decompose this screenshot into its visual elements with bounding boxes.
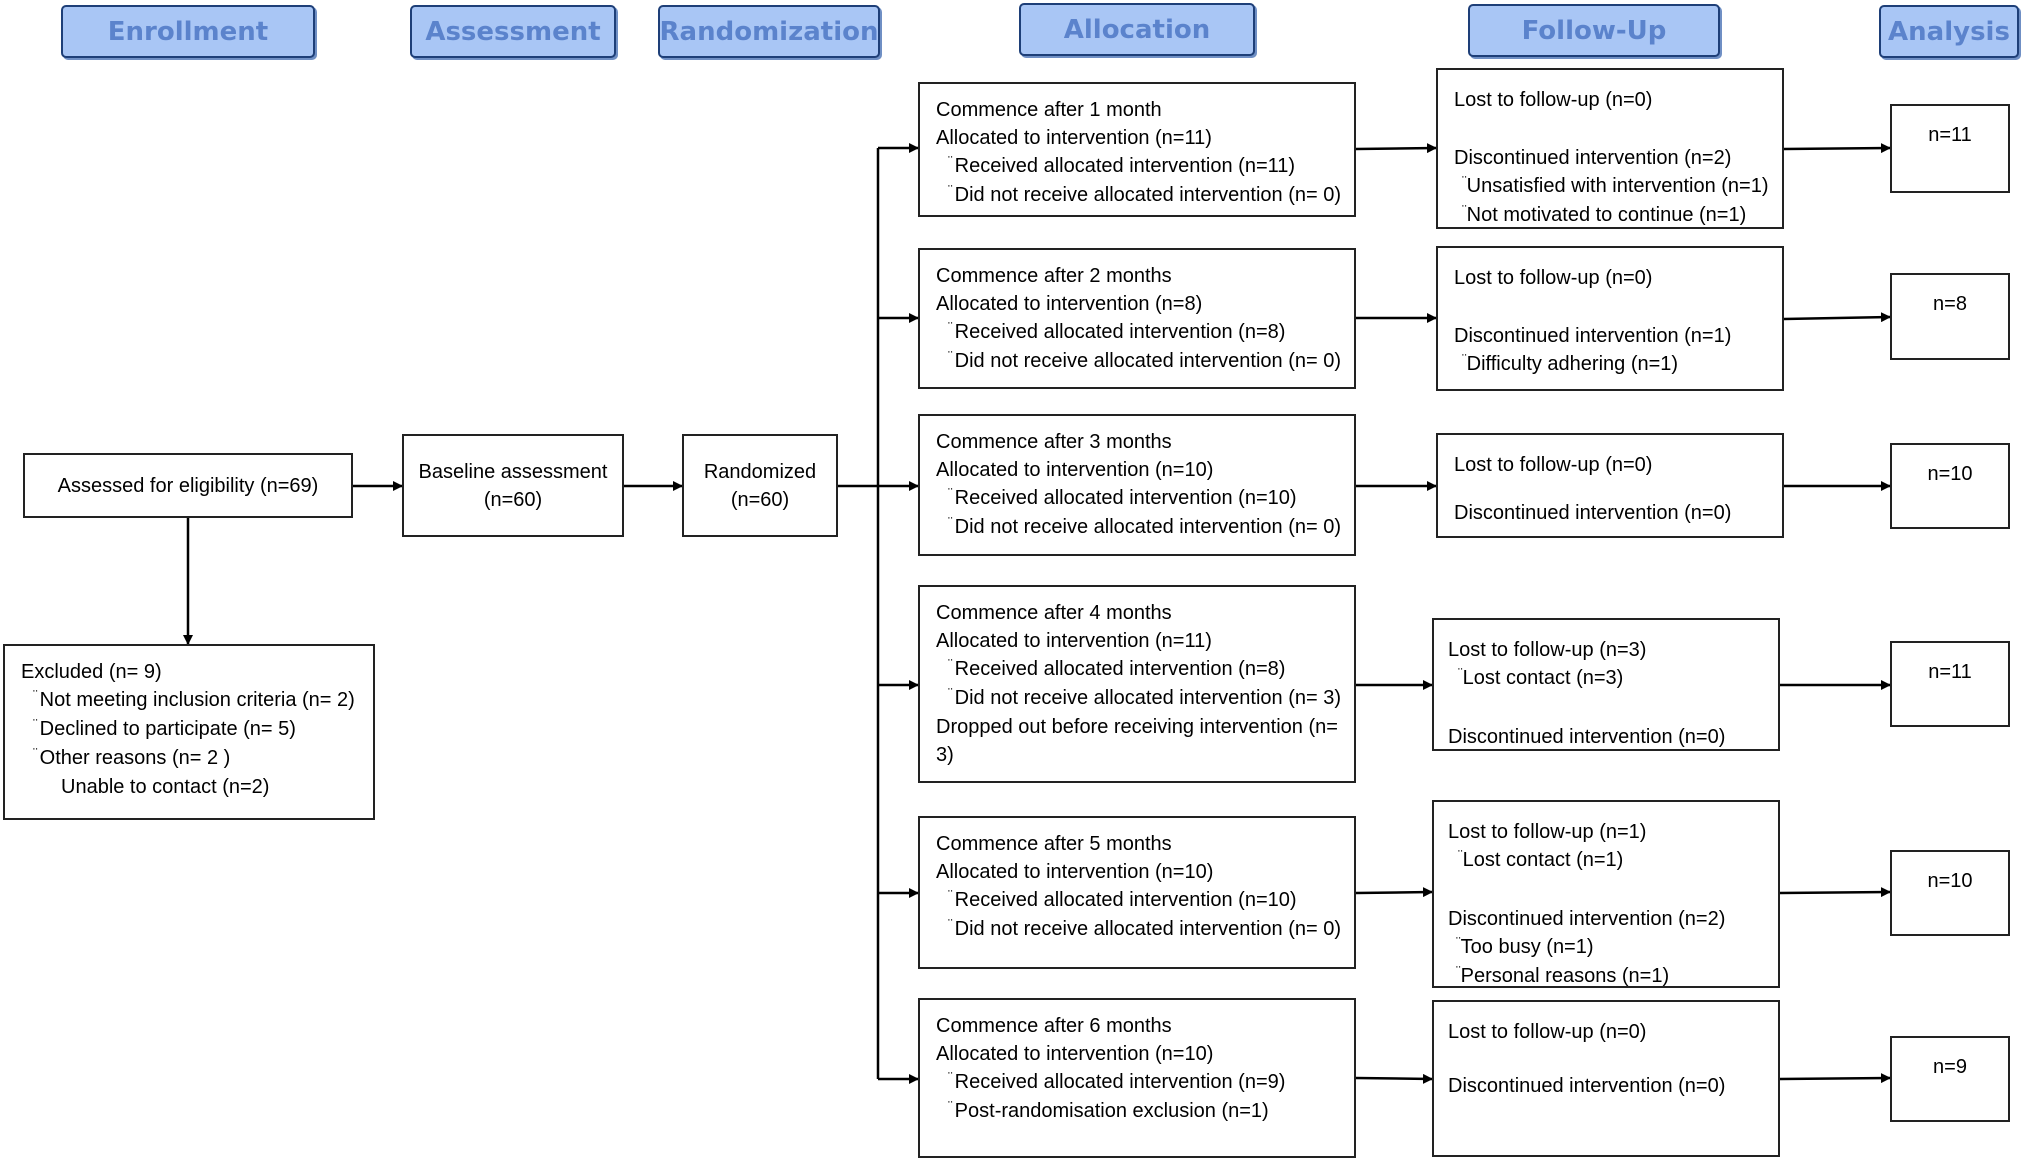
baseline-label: Baseline assessment bbox=[418, 460, 608, 483]
spacer bbox=[1448, 1046, 1764, 1072]
excluded-reason-2: Declined to participate (n= 5) bbox=[21, 715, 359, 744]
allocation-not-received: Did not receive allocated intervention (… bbox=[936, 915, 1341, 944]
randomized-label: Randomized bbox=[703, 460, 817, 483]
allocation-box-2: Commence after 2 months Allocated to int… bbox=[918, 248, 1356, 389]
followup-box-3: Lost to follow-up (n=0) Discontinued int… bbox=[1436, 433, 1784, 538]
allocation-box-3: Commence after 3 months Allocated to int… bbox=[918, 414, 1356, 556]
followup-reason-2: Not motivated to continue (n=1) bbox=[1454, 201, 1768, 230]
arrow-followup-6-to-analysis bbox=[1779, 1073, 1891, 1084]
analysis-box-5: n=10 bbox=[1890, 850, 2010, 936]
allocation-title: Commence after 3 months bbox=[936, 431, 1172, 453]
allocation-title: Commence after 1 month bbox=[936, 99, 1162, 121]
followup-box-6: Lost to follow-up (n=0) Discontinued int… bbox=[1432, 1000, 1780, 1157]
followup-lost-reason: Lost contact (n=3) bbox=[1448, 664, 1764, 693]
followup-reason-2: Personal reasons (n=1) bbox=[1448, 962, 1764, 991]
header-randomization: Randomization bbox=[658, 5, 880, 58]
followup-discontinued: Discontinued intervention (n=0) bbox=[1448, 1075, 1726, 1097]
spacer bbox=[1448, 693, 1764, 723]
allocation-dropped-out: Dropped out before receiving interventio… bbox=[936, 716, 1338, 766]
followup-discontinued: Discontinued intervention (n=2) bbox=[1448, 908, 1726, 930]
allocation-allocated: Allocated to intervention (n=11) bbox=[936, 127, 1212, 149]
baseline-count: (n=60) bbox=[483, 488, 543, 511]
arrow-allocation-1-to-followup bbox=[1355, 143, 1437, 154]
allocation-title: Commence after 6 months bbox=[936, 1015, 1172, 1037]
allocation-not-received: Did not receive allocated intervention (… bbox=[936, 684, 1341, 713]
followup-box-2: Lost to follow-up (n=0) Discontinued int… bbox=[1436, 246, 1784, 391]
arrow-allocation-6-to-followup bbox=[1355, 1073, 1433, 1084]
followup-reason-1: Too busy (n=1) bbox=[1448, 933, 1764, 962]
analysis-box-3: n=10 bbox=[1890, 443, 2010, 529]
allocation-received: Received allocated intervention (n=8) bbox=[936, 318, 1340, 347]
eligibility-text: Assessed for eligibility (n=69) bbox=[57, 474, 319, 497]
spacer bbox=[1454, 292, 1768, 322]
allocation-received: Received allocated intervention (n=8) bbox=[936, 655, 1340, 684]
followup-lost: Lost to follow-up (n=1) bbox=[1448, 821, 1647, 843]
header-follow-up: Follow-Up bbox=[1468, 4, 1720, 57]
spacer bbox=[1448, 875, 1764, 905]
followup-discontinued: Discontinued intervention (n=0) bbox=[1448, 726, 1726, 748]
arrow-allocation-5-to-followup bbox=[1355, 887, 1433, 898]
excluded-reason-3-detail: Unable to contact (n=2) bbox=[61, 776, 270, 798]
arrow-followup-2-to-analysis bbox=[1783, 312, 1891, 323]
arrow-followup-1-to-analysis bbox=[1783, 143, 1891, 154]
allocation-post-randomisation-exclusion: Post-randomisation exclusion (n=1) bbox=[936, 1097, 1340, 1126]
spacer bbox=[1454, 114, 1768, 144]
allocation-box-1: Commence after 1 month Allocated to inte… bbox=[918, 82, 1356, 217]
followup-lost: Lost to follow-up (n=0) bbox=[1454, 267, 1653, 289]
allocation-allocated: Allocated to intervention (n=10) bbox=[936, 1043, 1214, 1065]
allocation-received: Received allocated intervention (n=10) bbox=[936, 484, 1340, 513]
analysis-box-1: n=11 bbox=[1890, 104, 2010, 193]
excluded-box: Excluded (n= 9) Not meeting inclusion cr… bbox=[3, 644, 375, 820]
allocation-box-6: Commence after 6 months Allocated to int… bbox=[918, 998, 1356, 1158]
followup-lost: Lost to follow-up (n=0) bbox=[1454, 89, 1653, 111]
allocation-not-received: Did not receive allocated intervention (… bbox=[936, 513, 1341, 542]
randomized-box: Randomized (n=60) bbox=[682, 434, 838, 537]
randomized-count: (n=60) bbox=[730, 488, 790, 511]
analysis-box-6: n=9 bbox=[1890, 1036, 2010, 1122]
allocation-received: Received allocated intervention (n=11) bbox=[936, 152, 1340, 181]
header-enrollment: Enrollment bbox=[61, 5, 315, 58]
excluded-reason-3: Other reasons (n= 2 ) bbox=[21, 744, 359, 773]
allocation-title: Commence after 5 months bbox=[936, 833, 1172, 855]
followup-lost: Lost to follow-up (n=0) bbox=[1448, 1021, 1647, 1043]
allocation-allocated: Allocated to intervention (n=10) bbox=[936, 459, 1214, 481]
followup-discontinued: Discontinued intervention (n=2) bbox=[1454, 147, 1732, 169]
allocation-title: Commence after 2 months bbox=[936, 265, 1172, 287]
allocation-allocated: Allocated to intervention (n=11) bbox=[936, 630, 1212, 652]
followup-box-4: Lost to follow-up (n=3) Lost contact (n=… bbox=[1432, 618, 1780, 751]
allocation-not-received: Did not receive allocated intervention (… bbox=[936, 347, 1341, 376]
followup-reason-1: Difficulty adhering (n=1) bbox=[1454, 350, 1768, 379]
header-analysis: Analysis bbox=[1879, 5, 2019, 58]
analysis-box-4: n=11 bbox=[1890, 641, 2010, 727]
allocation-received: Received allocated intervention (n=10) bbox=[936, 886, 1340, 915]
eligibility-box: Assessed for eligibility (n=69) bbox=[23, 453, 353, 518]
followup-box-5: Lost to follow-up (n=1) Lost contact (n=… bbox=[1432, 800, 1780, 988]
allocation-received: Received allocated intervention (n=9) bbox=[936, 1068, 1340, 1097]
allocation-allocated: Allocated to intervention (n=8) bbox=[936, 293, 1203, 315]
header-assessment: Assessment bbox=[410, 5, 616, 58]
spacer bbox=[1454, 479, 1768, 499]
followup-lost-reason: Lost contact (n=1) bbox=[1448, 846, 1764, 875]
followup-box-1: Lost to follow-up (n=0) Discontinued int… bbox=[1436, 68, 1784, 229]
allocation-box-5: Commence after 5 months Allocated to int… bbox=[918, 816, 1356, 969]
baseline-box: Baseline assessment (n=60) bbox=[402, 434, 624, 537]
followup-reason-1: Unsatisfied with intervention (n=1) bbox=[1454, 172, 1769, 201]
followup-discontinued: Discontinued intervention (n=1) bbox=[1454, 325, 1732, 347]
followup-discontinued: Discontinued intervention (n=0) bbox=[1454, 502, 1732, 524]
allocation-box-4: Commence after 4 months Allocated to int… bbox=[918, 585, 1356, 783]
arrow-followup-5-to-analysis bbox=[1779, 887, 1891, 898]
allocation-allocated: Allocated to intervention (n=10) bbox=[936, 861, 1214, 883]
allocation-not-received: Did not receive allocated intervention (… bbox=[936, 181, 1341, 210]
excluded-title: Excluded (n= 9) bbox=[21, 661, 162, 683]
followup-lost: Lost to follow-up (n=3) bbox=[1448, 639, 1647, 661]
excluded-reason-1: Not meeting inclusion criteria (n= 2) bbox=[21, 686, 359, 715]
followup-lost: Lost to follow-up (n=0) bbox=[1454, 454, 1653, 476]
allocation-title: Commence after 4 months bbox=[936, 602, 1172, 624]
header-allocation: Allocation bbox=[1019, 3, 1255, 56]
analysis-box-2: n=8 bbox=[1890, 273, 2010, 360]
